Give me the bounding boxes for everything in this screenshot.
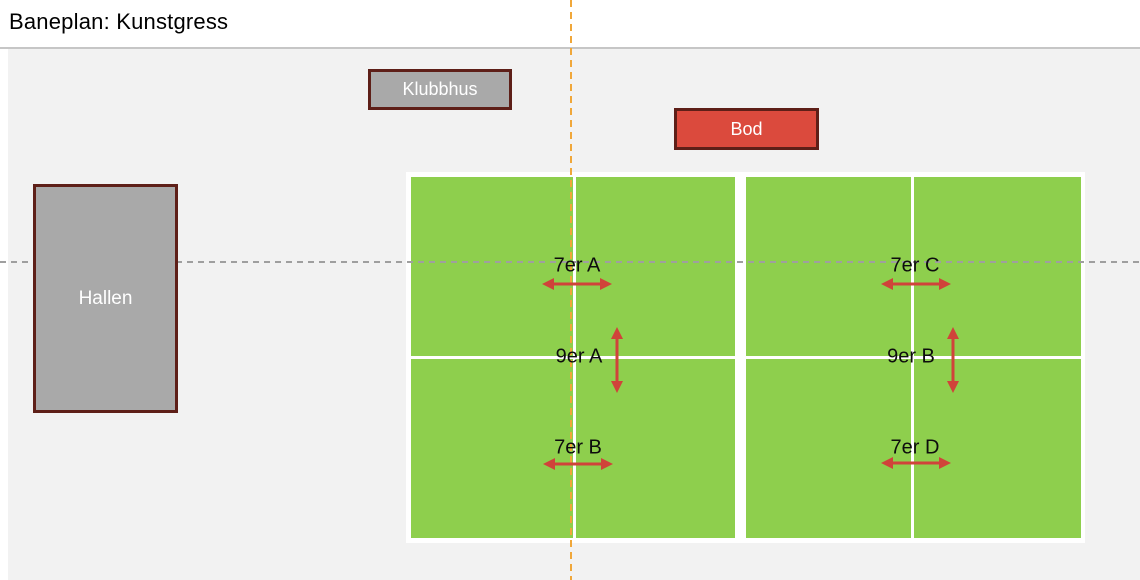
building-klubbhus: Klubbhus <box>368 69 512 110</box>
pitch-label-7er-d: 7er D <box>890 436 940 459</box>
vertical-guide-dashed-line <box>570 0 572 580</box>
height-arrow-icon-9er-a <box>610 327 624 393</box>
width-arrow-icon-7er-b <box>543 457 613 471</box>
pitch-label-7er-b: 7er B <box>554 436 602 459</box>
horizontal-center-line <box>411 356 1081 359</box>
hallen-label: Hallen <box>78 287 133 309</box>
klubbhus-label: Klubbhus <box>402 79 478 99</box>
width-arrow-icon-7er-a <box>542 277 612 291</box>
pitch-label-7er-c: 7er C <box>890 254 940 277</box>
height-arrow-icon-9er-b <box>946 327 960 393</box>
page-title: Baneplan: Kunstgress <box>9 9 229 34</box>
pitch-label-9er-b: 9er B <box>887 345 935 368</box>
pitch-label-7er-a: 7er A <box>553 254 601 277</box>
width-arrow-icon-7er-c <box>881 277 951 291</box>
building-hallen: Hallen <box>33 184 178 413</box>
bod-label: Bod <box>730 118 763 139</box>
building-bod: Bod <box>674 108 819 150</box>
pitch-label-9er-a: 9er A <box>555 345 603 368</box>
width-arrow-icon-7er-d <box>881 456 951 470</box>
